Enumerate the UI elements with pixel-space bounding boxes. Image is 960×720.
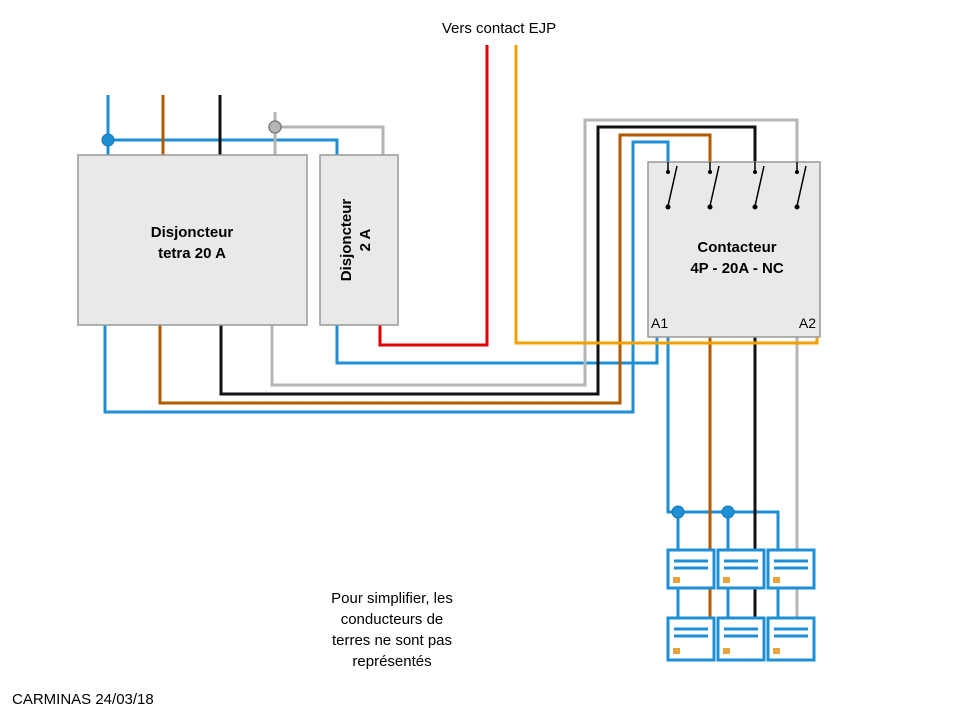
junction-dots-gray <box>268 120 282 134</box>
contactor-contacts <box>665 162 807 210</box>
caption-line-1: Pour simplifier, les <box>331 590 453 607</box>
junction-dot <box>268 120 282 134</box>
contact-pole-3 <box>752 162 765 210</box>
din-module <box>766 548 816 590</box>
wire-phase-gray <box>270 112 799 618</box>
caption-line-3: terres ne sont pas <box>332 632 452 649</box>
breaker-tetra-box <box>77 154 308 326</box>
junction-dots-blue <box>101 133 735 519</box>
breaker-tetra-label-line2: tetra 20 A <box>158 245 226 262</box>
din-module <box>716 548 766 590</box>
footer-credit: CARMINAS 24/03/18 <box>12 691 154 708</box>
contact-pole-1 <box>665 162 678 210</box>
breaker-2a-box <box>319 154 399 326</box>
contact-pole-2 <box>707 162 720 210</box>
terminal-a1: A1 <box>651 315 668 331</box>
din-module <box>666 616 716 662</box>
breaker-tetra-label-line1: Disjoncteur <box>151 224 234 241</box>
breaker-2a-label-line1: Disjoncteur <box>338 199 355 282</box>
junction-dot <box>721 505 735 519</box>
din-module <box>716 616 766 662</box>
contactor-box <box>647 161 821 338</box>
diagram-title: Vers contact EJP <box>442 20 556 37</box>
din-module <box>766 616 816 662</box>
breaker-2a-label-line2: 2 A <box>357 228 374 251</box>
caption-line-2: conducteurs de <box>341 611 444 628</box>
wire-ejp-red <box>378 45 489 347</box>
din-modules <box>666 548 816 662</box>
wire-phase-brown <box>158 95 712 618</box>
din-module <box>666 548 716 590</box>
junction-dot <box>671 505 685 519</box>
wire-ejp-return-orange <box>514 45 819 345</box>
junction-dot <box>101 133 115 147</box>
terminal-a2: A2 <box>799 315 816 331</box>
contactor-label-line2: 4P - 20A - NC <box>690 260 784 277</box>
wire-phase-black <box>218 95 757 618</box>
contact-pole-4 <box>794 162 807 210</box>
contactor-label-line1: Contacteur <box>697 239 776 256</box>
caption-line-4: représentés <box>352 653 431 670</box>
